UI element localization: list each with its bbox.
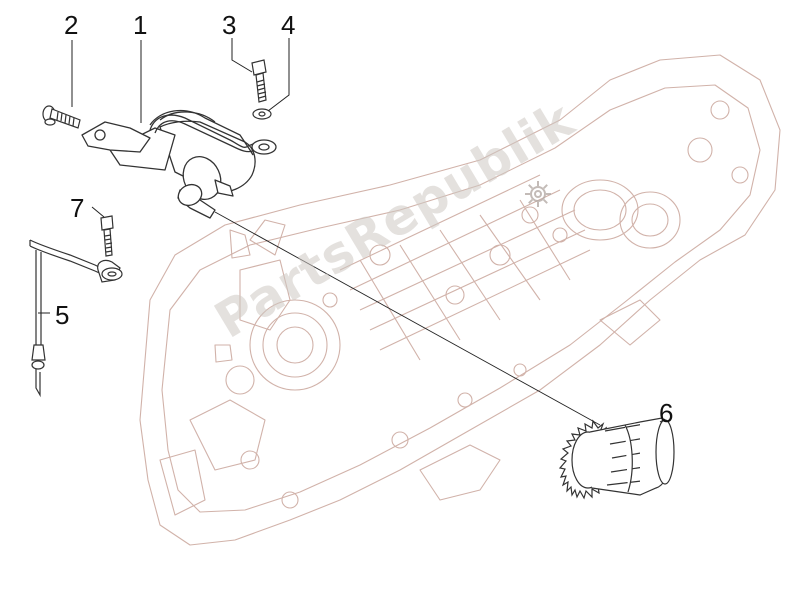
gear-watermark-icon — [525, 181, 551, 207]
leader-line-3 — [231, 38, 253, 73]
screw-part-2 — [42, 105, 81, 129]
engine-crankcase — [139, 54, 781, 546]
washer-part-4 — [252, 108, 272, 120]
callout-3: 3 — [222, 10, 237, 40]
leader-line-4 — [267, 38, 290, 112]
leader-lines — [38, 38, 666, 426]
cable-part-5 — [29, 239, 123, 398]
callout-1: 1 — [133, 10, 148, 40]
leader-line-7 — [91, 206, 105, 218]
assembly-axis-line — [214, 211, 601, 426]
starter-motor — [81, 109, 256, 219]
callout-6: 6 — [659, 398, 674, 428]
gear-part-6 — [558, 417, 675, 500]
callout-2: 2 — [64, 10, 79, 40]
callout-4: 4 — [281, 10, 296, 40]
bolt-part-7 — [100, 215, 114, 257]
callout-5: 5 — [55, 300, 70, 330]
starter-cable — [149, 114, 277, 155]
leader-line-6 — [659, 418, 666, 423]
callout-7: 7 — [70, 193, 85, 223]
bolt-part-3 — [251, 59, 267, 103]
